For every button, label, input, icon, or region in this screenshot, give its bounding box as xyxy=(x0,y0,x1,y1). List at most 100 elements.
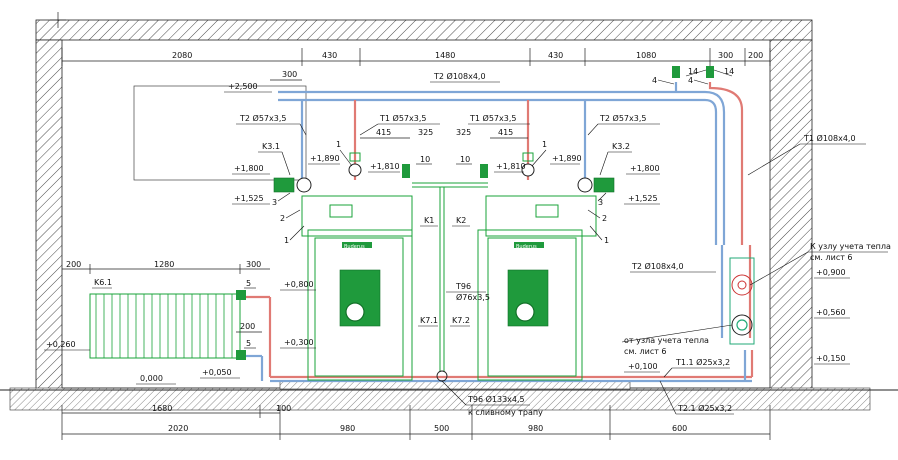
label-t96-mid: T96 xyxy=(455,282,471,291)
elev-16: +0,150 xyxy=(816,354,846,363)
dim-bottom-inner-0: 1680 xyxy=(152,404,172,413)
callout-10: 10 xyxy=(420,155,430,164)
elev-0: +2,500 xyxy=(228,82,258,91)
dim-top-4: 1080 xyxy=(636,51,656,60)
frame-outline xyxy=(133,85,307,181)
callouts: 1 1 1 1 2 2 3 3 5 5 10 10 4 4 14 14 xyxy=(244,66,734,349)
elevation-marks: +2,500 +1,890 +1,890 +1,810 +1,810 +1,80… xyxy=(44,82,850,385)
label-t2-right: T2 Ø57х3,5 xyxy=(599,113,646,123)
note-from-meter: от узла учета тепла xyxy=(624,336,709,345)
dim-top-3: 430 xyxy=(548,51,563,60)
tag-k1: K1 xyxy=(424,216,434,225)
wall-left xyxy=(35,39,63,393)
tag-k2: K2 xyxy=(456,216,466,225)
brand-left: Buderus xyxy=(344,244,365,250)
dim-top-1: 430 xyxy=(322,51,337,60)
tag-k3-1: K3.1 xyxy=(262,142,280,151)
floor-slab xyxy=(279,380,631,390)
callout-12: 4 xyxy=(652,76,657,85)
callout-1: 1 xyxy=(542,140,547,149)
notes: К узлу учета тепла см. лист 6 от узла уч… xyxy=(621,242,891,356)
label-t96-bottom: T96 Ø133х4,5 xyxy=(467,394,525,404)
dim-misc-3: 325 xyxy=(456,128,471,137)
elev-15: +0,560 xyxy=(816,308,846,317)
elev-9: +0,800 xyxy=(284,280,314,289)
dim-top-5: 300 xyxy=(718,51,733,60)
floor xyxy=(9,387,871,411)
dim-misc-2: 325 xyxy=(418,128,433,137)
elev-12: 0,000 xyxy=(140,374,163,383)
label-t21: T2.1 Ø25х3,2 xyxy=(677,403,732,413)
elev-17: +0,100 xyxy=(628,362,658,371)
label-t96-mid-size: Ø76х3,5 xyxy=(456,292,490,302)
label-t96-bottom-note: к сливному трапу xyxy=(468,408,543,417)
elev-4: +1,810 xyxy=(496,162,526,171)
label-t1-left: T1 Ø57х3,5 xyxy=(379,113,426,123)
dim-bottom-4: 600 xyxy=(672,424,687,433)
tag-k6-1: K6.1 xyxy=(94,278,112,287)
callout-3: 1 xyxy=(604,236,609,245)
callout-5: 2 xyxy=(602,214,607,223)
elev-3: +1,810 xyxy=(370,162,400,171)
tag-k7-2: K7.2 xyxy=(452,316,470,325)
origin-marker xyxy=(50,12,66,28)
elev-5: +1,800 xyxy=(234,164,264,173)
callout-11: 10 xyxy=(460,155,470,164)
pump-k3-2 xyxy=(480,152,615,193)
callout-4: 2 xyxy=(280,214,285,223)
dim-misc-0: 300 xyxy=(282,70,297,79)
elev-14: +0,900 xyxy=(816,268,846,277)
boiler-k1 xyxy=(301,195,413,381)
callout-13: 4 xyxy=(688,76,693,85)
dim-bottom-1: 980 xyxy=(340,424,355,433)
elev-11: +0,260 xyxy=(46,340,76,349)
note-to-meter: К узлу учета тепла xyxy=(810,242,891,251)
callout-8: 5 xyxy=(246,279,251,288)
pipe-labels: T2 Ø108х4,0 T2 Ø57х3,5 T1 Ø57х3,5 T1 Ø57… xyxy=(236,71,866,417)
elev-6: +1,800 xyxy=(630,164,660,173)
elev-8: +1,525 xyxy=(628,194,658,203)
dim-bottom-2: 500 xyxy=(434,424,449,433)
callout-6: 3 xyxy=(272,198,277,207)
callout-9: 5 xyxy=(246,339,251,348)
note-to-meter-sheet: см. лист 6 xyxy=(810,253,853,262)
dim-misc-1: 415 xyxy=(376,128,391,137)
equipment-tags: K1 K2 K3.1 K3.2 K6.1 K7.1 K7.2 Buderus B… xyxy=(92,142,632,327)
top-dimensions: 2080 430 1480 430 1080 300 200 xyxy=(61,48,771,66)
dim-misc-5: 200 xyxy=(66,260,81,269)
callout-7: 3 xyxy=(598,198,603,207)
callout-2: 1 xyxy=(284,236,289,245)
tag-k7-1: K7.1 xyxy=(420,316,438,325)
brand-right: Buderus xyxy=(516,244,537,250)
boiler-k2 xyxy=(477,195,597,381)
label-t1-riser: T1 Ø108х4,0 xyxy=(803,133,856,143)
label-t11: T1.1 Ø25х3,2 xyxy=(675,357,730,367)
elev-10: +0,300 xyxy=(284,338,314,347)
misc-dimensions: 300 415 325 325 415 200 1280 300 200 xyxy=(66,70,528,333)
pump-k3-1 xyxy=(273,152,410,193)
dim-misc-4: 415 xyxy=(498,128,513,137)
dim-top-2: 1480 xyxy=(435,51,455,60)
dim-bottom-3: 980 xyxy=(528,424,543,433)
wall-top xyxy=(35,19,813,41)
dim-bottom-inner-1: 100 xyxy=(276,404,291,413)
elev-2: +1,890 xyxy=(552,154,582,163)
dim-bottom-0: 2020 xyxy=(168,424,188,433)
callout-15: 14 xyxy=(724,67,734,76)
label-t2-left: T2 Ø57х3,5 xyxy=(239,113,286,123)
label-t2-lower: T2 Ø108х4,0 xyxy=(631,261,684,271)
bottom-dimensions: 1680 100 2020 980 500 980 600 xyxy=(61,404,771,440)
label-t2-top: T2 Ø108х4,0 xyxy=(433,71,486,81)
dim-top-0: 2080 xyxy=(172,51,192,60)
elev-7: +1,525 xyxy=(234,194,264,203)
walls xyxy=(0,19,898,411)
radiator-k6-1 xyxy=(62,264,270,360)
tag-k3-2: K3.2 xyxy=(612,142,630,151)
dim-top-6: 200 xyxy=(748,51,763,60)
wall-right xyxy=(769,39,813,393)
dim-misc-8: 200 xyxy=(240,322,255,331)
dim-misc-6: 1280 xyxy=(154,260,174,269)
elev-13: +0,050 xyxy=(202,368,232,377)
